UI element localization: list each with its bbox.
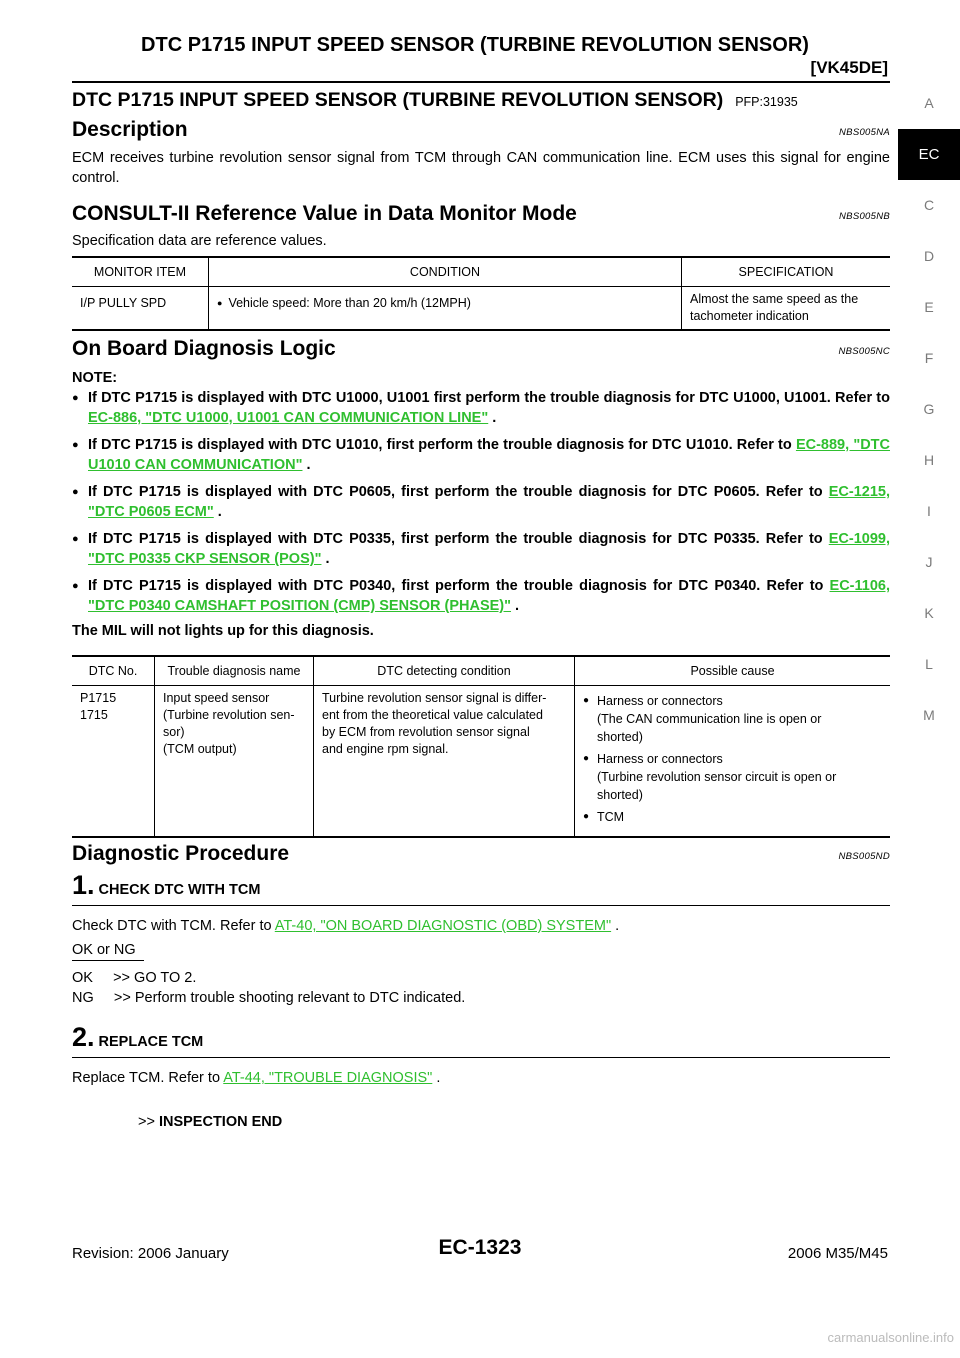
cross-reference-link[interactable]: EC-889, "DTC U1010 CAN COMMUNICATION" bbox=[88, 437, 890, 473]
detecting-condition-cell: Turbine revolution sensor signal is diff… bbox=[313, 685, 575, 837]
description-title: Description bbox=[72, 118, 188, 141]
dtc-code: P1715 bbox=[80, 691, 117, 705]
note-label: NOTE: bbox=[72, 370, 118, 386]
cross-reference-link[interactable]: AT-40, "ON BOARD DIAGNOSTIC (OBD) SYSTEM… bbox=[274, 918, 612, 934]
spec-line: tachometer indication bbox=[690, 309, 809, 323]
mil-note: The MIL will not lights up for this diag… bbox=[72, 623, 374, 639]
procedure-code: NBS005ND bbox=[838, 851, 890, 862]
ok-ng-label: OK or NG bbox=[72, 940, 144, 961]
dtc-table: DTC No. Trouble diagnosis name DTC detec… bbox=[72, 655, 890, 838]
procedure-title: Diagnostic Procedure bbox=[72, 842, 290, 865]
inspection-end: >> INSPECTION END bbox=[138, 1114, 283, 1130]
list-item: TCM bbox=[583, 808, 882, 826]
revision-date: Revision: 2006 January bbox=[72, 1245, 229, 1262]
list-item: If DTC P1715 is displayed with DTC U1000… bbox=[72, 388, 890, 428]
section-tab-f[interactable]: F bbox=[924, 350, 934, 366]
col-dtc-no: DTC No. bbox=[72, 656, 155, 686]
list-item: If DTC P1715 is displayed with DTC P0335… bbox=[72, 529, 890, 569]
header-rule bbox=[72, 81, 890, 83]
cross-reference-link[interactable]: EC-886, "DTC U1000, U1001 CAN COMMUNICAT… bbox=[88, 410, 489, 426]
section-tab-k[interactable]: K bbox=[924, 605, 934, 621]
step-number: 1. bbox=[72, 870, 95, 900]
step-2-text: Replace TCM. Refer to AT-44, "TROUBLE DI… bbox=[72, 1070, 441, 1086]
list-item: If DTC P1715 is displayed with DTC U1010… bbox=[72, 435, 890, 475]
col-monitor-item: MONITOR ITEM bbox=[72, 257, 209, 287]
col-condition: CONDITION bbox=[208, 257, 682, 287]
obd-title: On Board Diagnosis Logic bbox=[72, 337, 336, 360]
col-dtc-detecting-condition: DTC detecting condition bbox=[313, 656, 575, 686]
watermark: carmanualsonline.info bbox=[827, 1330, 954, 1345]
list-item: Harness or connectors (Turbine revolutio… bbox=[583, 750, 882, 804]
bullet-icon bbox=[217, 296, 228, 310]
condition-cell: Vehicle speed: More than 20 km/h (12MPH) bbox=[208, 286, 682, 330]
section-index-tabs: A EC C D E F G H I J K L M bbox=[898, 78, 960, 741]
cross-reference-link[interactable]: EC-1106, "DTC P0340 CAMSHAFT POSITION (C… bbox=[88, 578, 890, 614]
col-specification: SPECIFICATION bbox=[681, 257, 890, 287]
page-number: EC-1323 bbox=[438, 1236, 522, 1259]
condition-text: Vehicle speed: More than 20 km/h (12MPH) bbox=[228, 296, 471, 310]
step-title: CHECK DTC WITH TCM bbox=[98, 882, 261, 898]
consult-reference-table: MONITOR ITEM CONDITION SPECIFICATION I/P… bbox=[72, 256, 890, 331]
consult-heading: CONSULT-II Reference Value in Data Monit… bbox=[72, 202, 890, 226]
section-tab-ec[interactable]: EC bbox=[898, 129, 960, 180]
table-row: I/P PULLY SPD Vehicle speed: More than 2… bbox=[72, 286, 890, 330]
spec-line: Almost the same speed as the bbox=[690, 292, 859, 306]
page-content: DTC P1715 INPUT SPEED SENSOR (TURBINE RE… bbox=[72, 86, 890, 1132]
list-item: If DTC P1715 is displayed with DTC P0340… bbox=[72, 576, 890, 616]
section-tab-a[interactable]: A bbox=[924, 95, 934, 111]
section-tab-h[interactable]: H bbox=[923, 452, 935, 468]
diagnosis-name-cell: Input speed sensor (Turbine revolution s… bbox=[154, 685, 314, 837]
col-trouble-diagnosis-name: Trouble diagnosis name bbox=[154, 656, 314, 686]
step-1-text: Check DTC with TCM. Refer to AT-40, "ON … bbox=[72, 918, 620, 934]
model-label: 2006 M35/M45 bbox=[787, 1245, 888, 1262]
part-number: PFP:31935 bbox=[735, 95, 798, 109]
section-tab-c[interactable]: C bbox=[923, 197, 935, 213]
description-code: NBS005NA bbox=[839, 127, 890, 138]
description-heading: Description NBS005NA bbox=[72, 118, 890, 142]
list-item: If DTC P1715 is displayed with DTC P0605… bbox=[72, 482, 890, 522]
col-possible-cause: Possible cause bbox=[574, 656, 890, 686]
section-tab-d[interactable]: D bbox=[923, 248, 935, 264]
step-1-results: OK >> GO TO 2. NG >> Perform trouble sho… bbox=[72, 968, 890, 1008]
consult-code: NBS005NB bbox=[839, 211, 890, 222]
consult-title: CONSULT-II Reference Value in Data Monit… bbox=[72, 202, 577, 225]
dtc-no-cell: P1715 1715 bbox=[72, 686, 155, 838]
engine-code: [VK45DE] bbox=[810, 58, 888, 77]
ok-result: OK >> GO TO 2. bbox=[72, 970, 197, 986]
step-1-heading: 1. CHECK DTC WITH TCM bbox=[72, 870, 890, 906]
step-2-heading: 2. REPLACE TCM bbox=[72, 1022, 890, 1058]
procedure-heading: Diagnostic Procedure NBS005ND bbox=[72, 842, 890, 866]
obd-code: NBS005NC bbox=[838, 346, 890, 357]
ng-result: NG >> Perform trouble shooting relevant … bbox=[72, 990, 466, 1006]
description-text: ECM receives turbine revolution sensor s… bbox=[72, 150, 890, 186]
monitor-item-cell: I/P PULLY SPD bbox=[80, 296, 167, 310]
specification-cell: Almost the same speed as the tachometer i… bbox=[681, 286, 890, 330]
step-title: REPLACE TCM bbox=[98, 1034, 204, 1050]
cross-reference-link[interactable]: AT-44, "TROUBLE DIAGNOSIS" bbox=[223, 1070, 433, 1086]
cross-reference-link[interactable]: EC-1099, "DTC P0335 CKP SENSOR (POS)" bbox=[88, 531, 890, 567]
section-tab-i[interactable]: I bbox=[927, 503, 931, 519]
section-tab-e[interactable]: E bbox=[924, 299, 934, 315]
step-number: 2. bbox=[72, 1022, 95, 1052]
dtc-code: 1715 bbox=[80, 708, 108, 722]
cross-reference-link[interactable]: EC-1215, "DTC P0605 ECM" bbox=[88, 484, 890, 520]
consult-intro: Specification data are reference values. bbox=[72, 233, 327, 249]
section-tab-j[interactable]: J bbox=[925, 554, 933, 570]
possible-cause-cell: Harness or connectors (The CAN communica… bbox=[574, 685, 890, 837]
section-tab-m[interactable]: M bbox=[923, 707, 935, 723]
obd-heading: On Board Diagnosis Logic NBS005NC bbox=[72, 337, 890, 361]
note-list: If DTC P1715 is displayed with DTC U1000… bbox=[72, 388, 890, 616]
table-row: P1715 1715 Input speed sensor (Turbine re… bbox=[72, 685, 890, 838]
section-tab-g[interactable]: G bbox=[923, 401, 935, 417]
section-tab-l[interactable]: L bbox=[925, 656, 933, 672]
list-item: Harness or connectors (The CAN communica… bbox=[583, 692, 882, 746]
page-title: DTC P1715 INPUT SPEED SENSOR (TURBINE RE… bbox=[72, 86, 890, 116]
running-header-title: DTC P1715 INPUT SPEED SENSOR (TURBINE RE… bbox=[141, 34, 809, 56]
page-title-text: DTC P1715 INPUT SPEED SENSOR (TURBINE RE… bbox=[72, 89, 724, 111]
